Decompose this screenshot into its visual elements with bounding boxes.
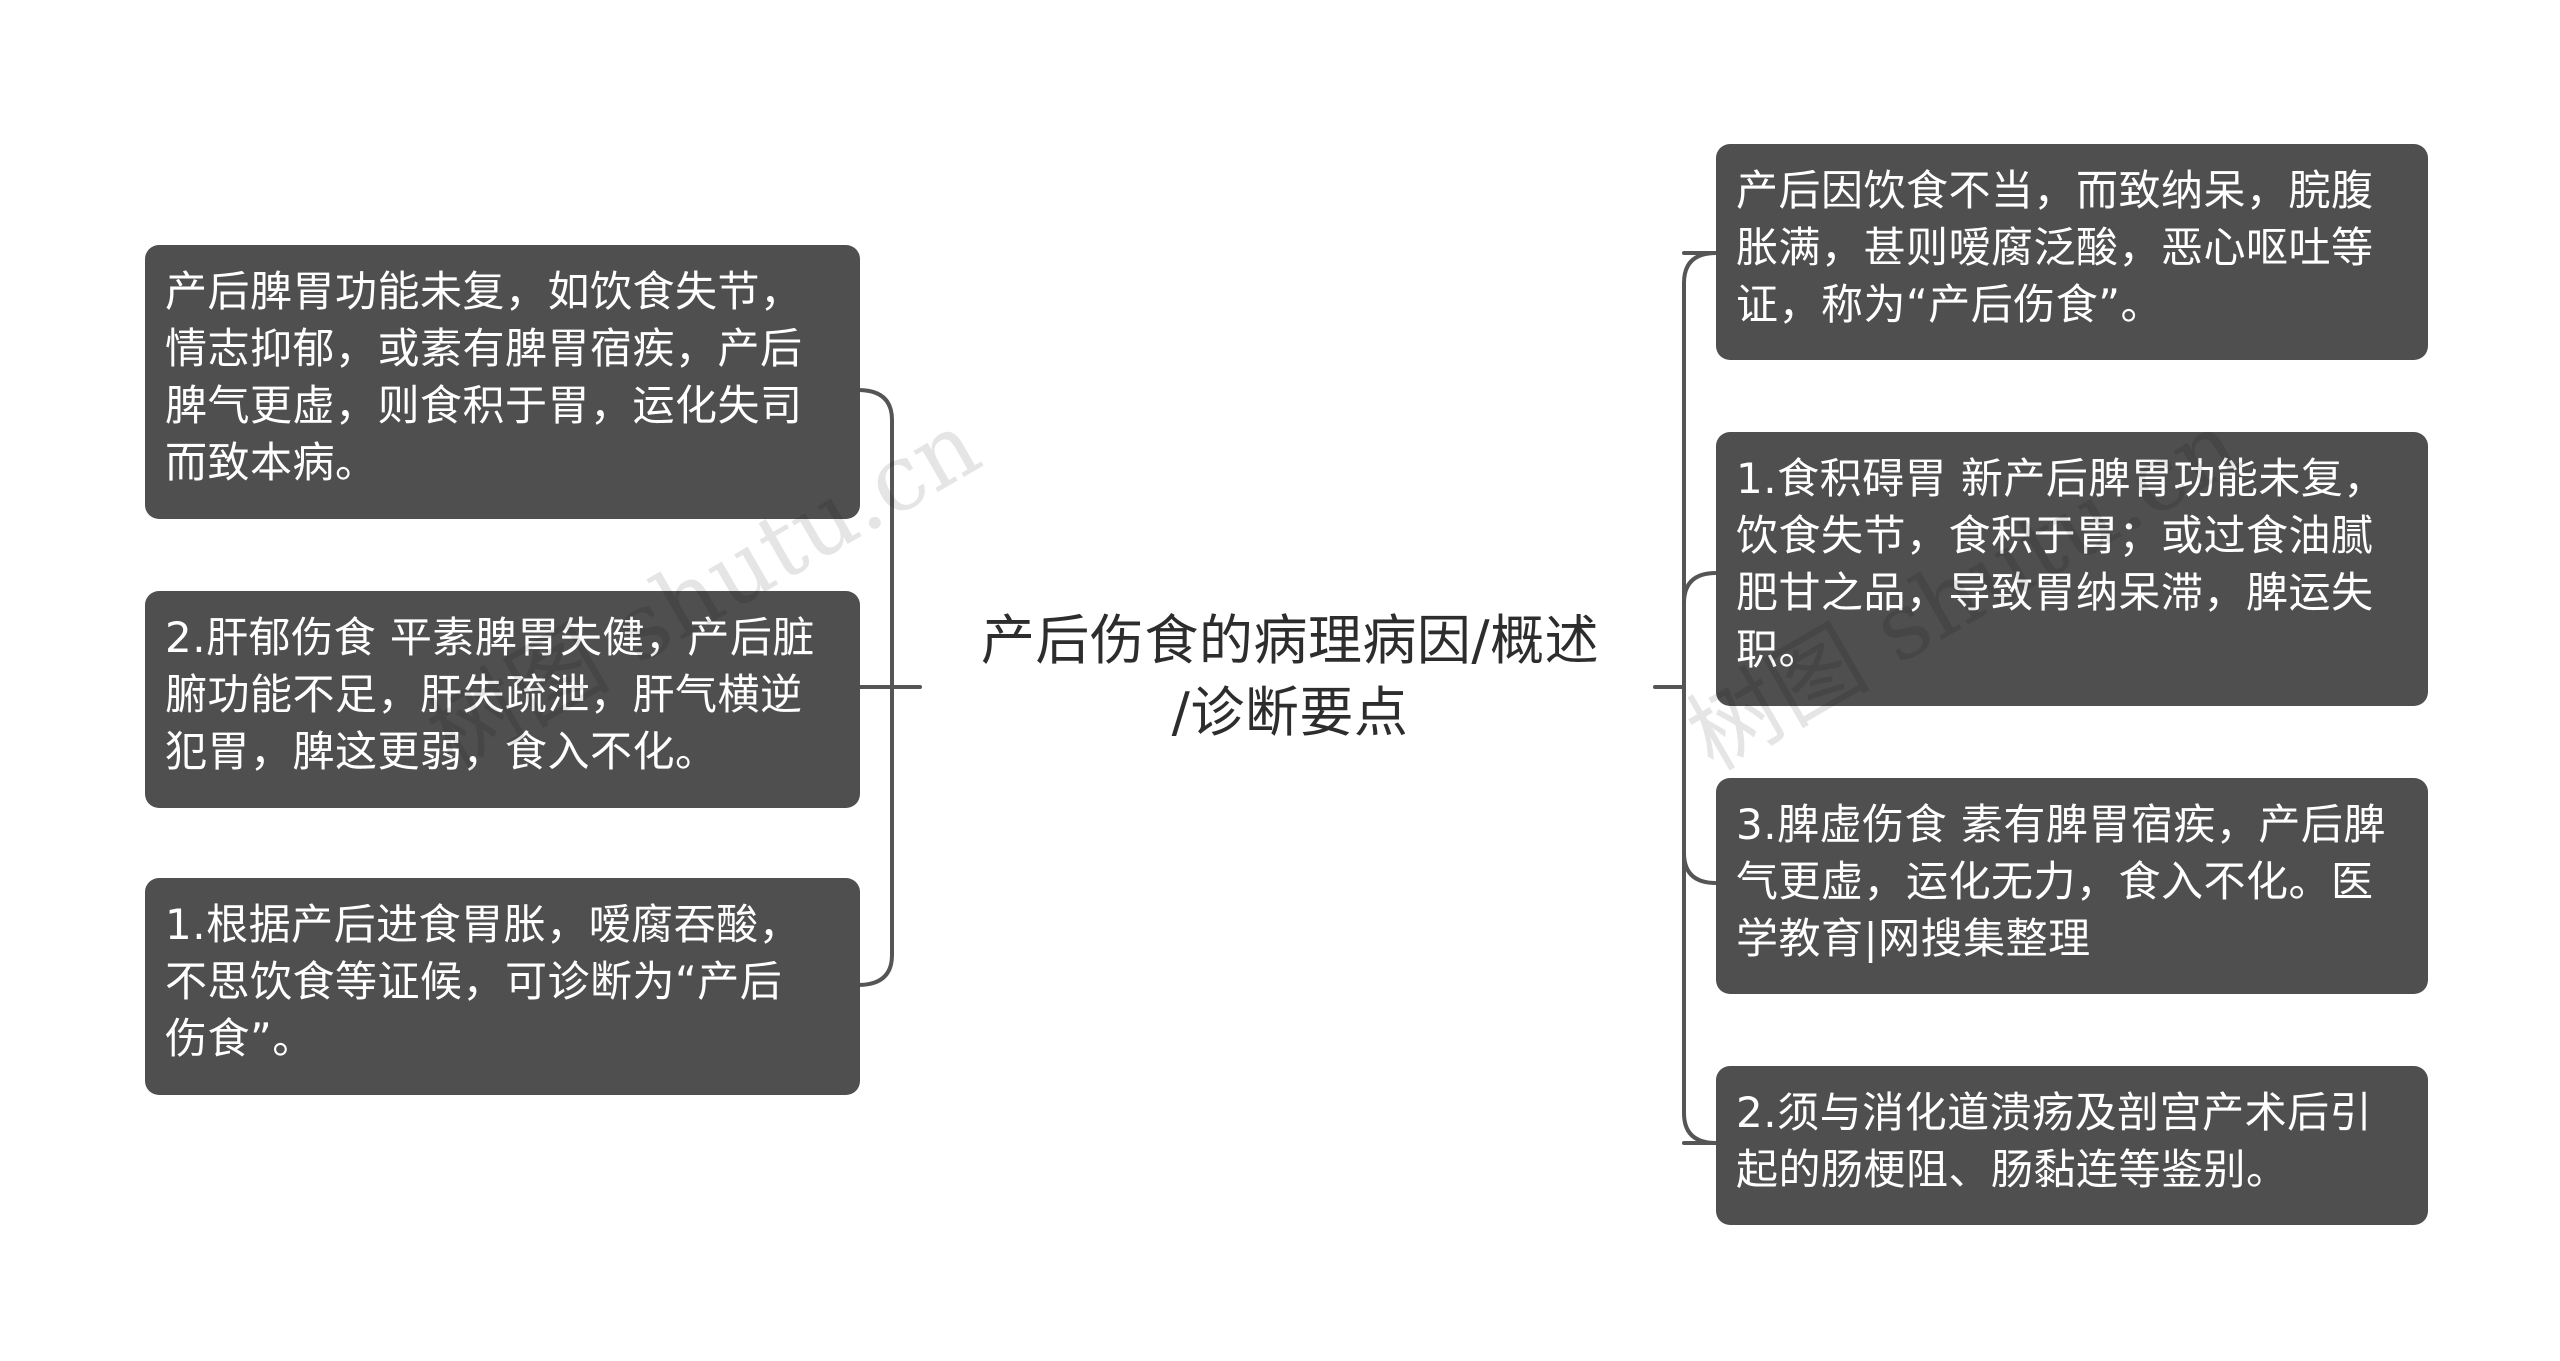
right-topic-3[interactable]: 3.脾虚伤食 素有脾胃宿疾，产后脾 气更虚，运化无力，食入不化。医 学教育|网搜… bbox=[1716, 778, 2428, 994]
right-branch-2 bbox=[1682, 571, 1718, 605]
left-topic-2[interactable]: 2.肝郁伤食 平素脾胃失健，产后脏 腑功能不足，肝失疏泄，肝气横逆 犯胃，脾这更… bbox=[145, 591, 860, 808]
left-topic-1[interactable]: 产后脾胃功能未复，如饮食失节， 情志抑郁，或素有脾胃宿疾，产后 脾气更虚，则食积… bbox=[145, 245, 860, 519]
central-topic[interactable]: 产后伤食的病理病因/概述 /诊断要点 bbox=[940, 605, 1640, 749]
right-spine bbox=[1682, 251, 1718, 1145]
right-topic-1[interactable]: 产后因饮食不当，而致纳呆，脘腹 胀满，甚则嗳腐泛酸，恶心呕吐等 证，称为“产后伤… bbox=[1716, 144, 2428, 360]
right-topic-2[interactable]: 1.食积碍胃 新产后脾胃功能未复， 饮食失节，食积于胃；或过食油腻 肥甘之品，导… bbox=[1716, 432, 2428, 706]
right-branch-3 bbox=[1682, 851, 1718, 885]
left-topic-3[interactable]: 1.根据产后进食胃胀，嗳腐吞酸， 不思饮食等证候，可诊断为“产后 伤食”。 bbox=[145, 878, 860, 1095]
central-topic-line-1: 产后伤食的病理病因/概述 bbox=[980, 609, 1600, 672]
central-topic-line-2: /诊断要点 bbox=[1171, 681, 1409, 744]
right-topic-4[interactable]: 2.须与消化道溃疡及剖宫产术后引 起的肠梗阻、肠黏连等鉴别。 bbox=[1716, 1066, 2428, 1225]
